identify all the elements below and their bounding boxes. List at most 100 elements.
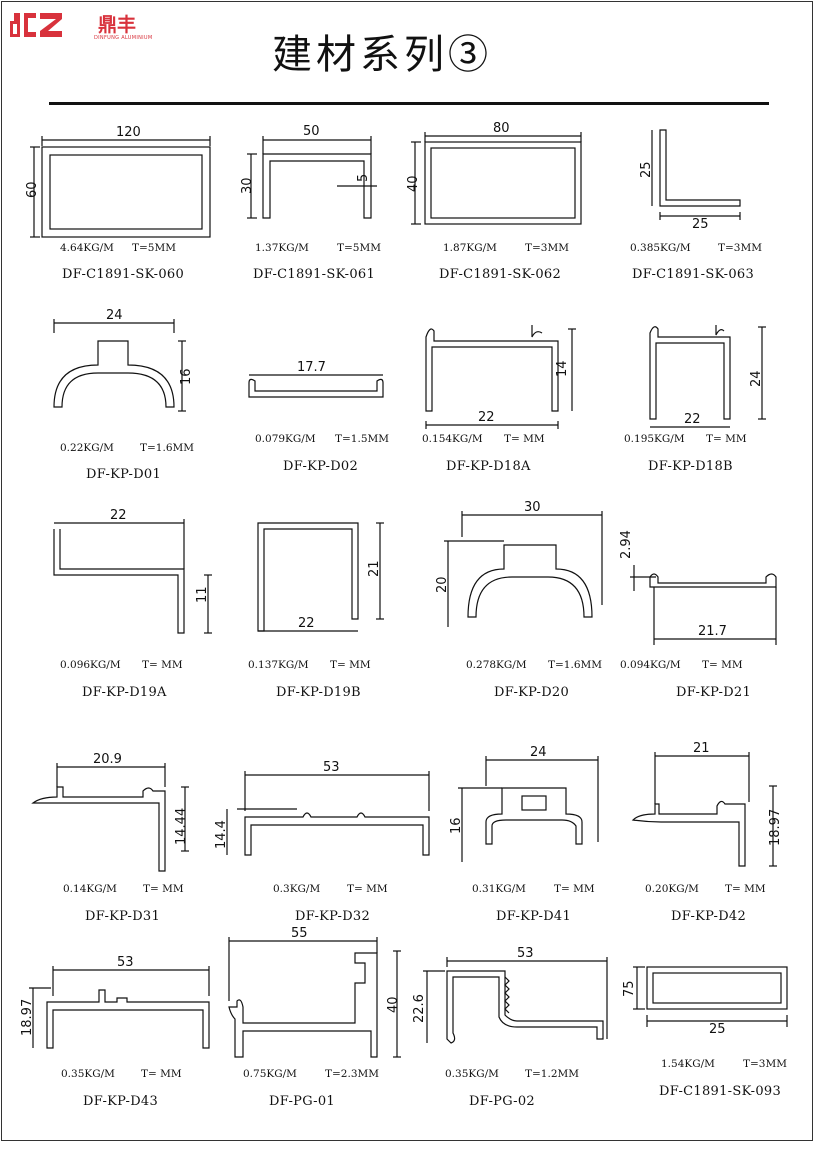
dim-label: 18.97	[20, 999, 35, 1036]
dim-label: 25	[709, 1022, 726, 1037]
dim-label: 20.9	[93, 752, 122, 767]
spec-thickness: T= MM	[347, 883, 388, 895]
dim-label: 53	[117, 955, 134, 970]
profile-card: 14 22 0.154KG/M T= MM DF-KP-D18A	[412, 307, 602, 507]
profile-drawing: 55 40	[228, 926, 401, 1058]
dim-label: 53	[517, 946, 534, 961]
profile-card: 24 16 0.31KG/M T= MM DF-KP-D41	[442, 742, 632, 942]
profile-card: 20.9 14.44 0.14KG/M T= MM DF-KP-D31	[27, 747, 217, 947]
dim-label: 24	[749, 370, 764, 387]
profile-card: 17.7 0.079KG/M T=1.5MM DF-KP-D02	[237, 307, 427, 507]
dim-label: 14.4	[214, 820, 229, 849]
profile-drawing: 24 16	[53, 308, 194, 412]
profile-card: 50 30 5 1.37KG/M T=5MM DF-C1891-SK-061	[237, 122, 427, 322]
profile-code: DF-KP-D41	[496, 909, 572, 924]
spec-thickness: T= MM	[706, 433, 747, 445]
spec-thickness: T=1.2MM	[525, 1068, 580, 1080]
spec-weight: 0.096KG/M	[60, 659, 121, 671]
spec-thickness: T= MM	[554, 883, 595, 895]
dim-label: 75	[622, 980, 637, 997]
profile-code: DF-KP-D18A	[446, 459, 531, 474]
profile-code: DF-KP-D43	[83, 1094, 159, 1109]
spec-weight: 0.35KG/M	[445, 1068, 499, 1080]
profile-card: 80 40 1.87KG/M T=3MM DF-C1891-SK-062	[406, 121, 597, 322]
profile-code: DF-PG-02	[469, 1094, 535, 1109]
logo-subtitle: DINFUNG ALUMINIUM	[94, 35, 153, 41]
spec-weight: 0.278KG/M	[466, 659, 527, 671]
spec-weight: 1.54KG/M	[661, 1058, 715, 1070]
profile-card: 24 16 0.22KG/M T=1.6MM DF-KP-D01	[32, 307, 222, 507]
dim-label: 17.7	[297, 360, 326, 375]
profile-code: DF-C1891-SK-093	[659, 1084, 782, 1099]
profile-card: 75 25 1.54KG/M T=3MM DF-C1891-SK-093	[617, 957, 807, 1157]
profile-code: DF-KP-D42	[671, 909, 747, 924]
profile-drawing: 50 30 5	[240, 124, 377, 219]
profile-code: DF-KP-D21	[676, 685, 752, 700]
profile-drawing: 25 25	[639, 129, 741, 232]
profile-card: 24 22 0.195KG/M T= MM DF-KP-D18B	[612, 307, 802, 507]
dim-label: 120	[116, 125, 141, 140]
spec-thickness: T=1.6MM	[140, 442, 195, 454]
spec-thickness: T=2.3MM	[325, 1068, 380, 1080]
dim-label: 25	[639, 161, 654, 178]
spec-thickness: T= MM	[143, 883, 184, 895]
dim-label: 24	[530, 745, 547, 760]
spec-weight: 0.35KG/M	[61, 1068, 115, 1080]
dim-label: 21.7	[698, 624, 727, 639]
dim-label: 50	[303, 124, 320, 139]
spec-weight: 0.195KG/M	[624, 433, 685, 445]
dim-label: 21	[367, 560, 382, 577]
dim-label: 30	[240, 177, 255, 194]
dim-label: 14.44	[174, 808, 189, 845]
dim-label: 16	[179, 368, 194, 385]
spec-weight: 0.154KG/M	[422, 433, 483, 445]
title-divider	[49, 102, 769, 105]
profile-drawing: 53 22.6	[412, 946, 608, 1044]
dim-label: 80	[493, 121, 510, 136]
spec-thickness: T= MM	[725, 883, 766, 895]
spec-weight: 0.75KG/M	[243, 1068, 297, 1080]
profile-card: 53 18.97 0.35KG/M T= MM DF-KP-D43	[17, 952, 210, 1152]
profile-code: DF-C1891-SK-061	[253, 267, 376, 282]
profile-code: DF-PG-01	[269, 1094, 335, 1109]
logo-brand-text: 鼎丰	[98, 14, 137, 36]
profile-card: 30 20 0.278KG/M T=1.6MM DF-KP-D20	[432, 497, 622, 700]
profile-drawing: 17.7	[248, 360, 384, 398]
profile-drawing: 20.9 14.44	[31, 752, 189, 872]
spec-thickness: T= MM	[504, 433, 545, 445]
dim-label: 22	[684, 412, 701, 427]
profile-drawing: 53 14.4	[214, 760, 430, 856]
profile-code: DF-KP-D31	[85, 909, 161, 924]
profile-card: 2.94 21.7 0.094KG/M T= MM DF-KP-D21	[616, 507, 806, 707]
profile-code: DF-C1891-SK-060	[62, 267, 185, 282]
profile-code: DF-KP-D01	[86, 467, 162, 482]
spec-weight: 1.87KG/M	[443, 242, 497, 254]
spec-thickness: T=5MM	[337, 242, 381, 254]
dim-label: 40	[406, 175, 421, 192]
dim-label: 22	[298, 616, 315, 631]
profile-code: DF-KP-D32	[295, 909, 371, 924]
spec-thickness: T= MM	[142, 659, 183, 671]
dim-label: 53	[323, 760, 340, 775]
profile-drawing: 2.94 21.7	[619, 530, 777, 645]
dim-label: 5	[356, 174, 371, 182]
dim-label: 22	[478, 410, 495, 425]
profile-drawing: 21 22	[257, 522, 384, 632]
profile-drawing: 80 40	[406, 121, 582, 225]
profile-drawing: 75 25	[622, 966, 788, 1037]
spec-weight: 0.385KG/M	[630, 242, 691, 254]
dim-label: 40	[386, 996, 401, 1013]
spec-weight: 0.22KG/M	[60, 442, 114, 454]
page-title: 建材系列③	[272, 32, 492, 78]
spec-weight: 0.3KG/M	[273, 883, 321, 895]
profile-code: DF-KP-D19B	[276, 685, 361, 700]
dim-label: 24	[106, 308, 123, 323]
profile-drawing: 30 20	[435, 500, 603, 627]
dim-label: 16	[449, 817, 464, 834]
dim-label: 22	[110, 508, 127, 523]
profile-code: DF-C1891-SK-062	[439, 267, 562, 282]
dim-label: 21	[693, 741, 710, 756]
spec-weight: 0.20KG/M	[645, 883, 699, 895]
profile-drawing: 22 11	[53, 508, 212, 634]
